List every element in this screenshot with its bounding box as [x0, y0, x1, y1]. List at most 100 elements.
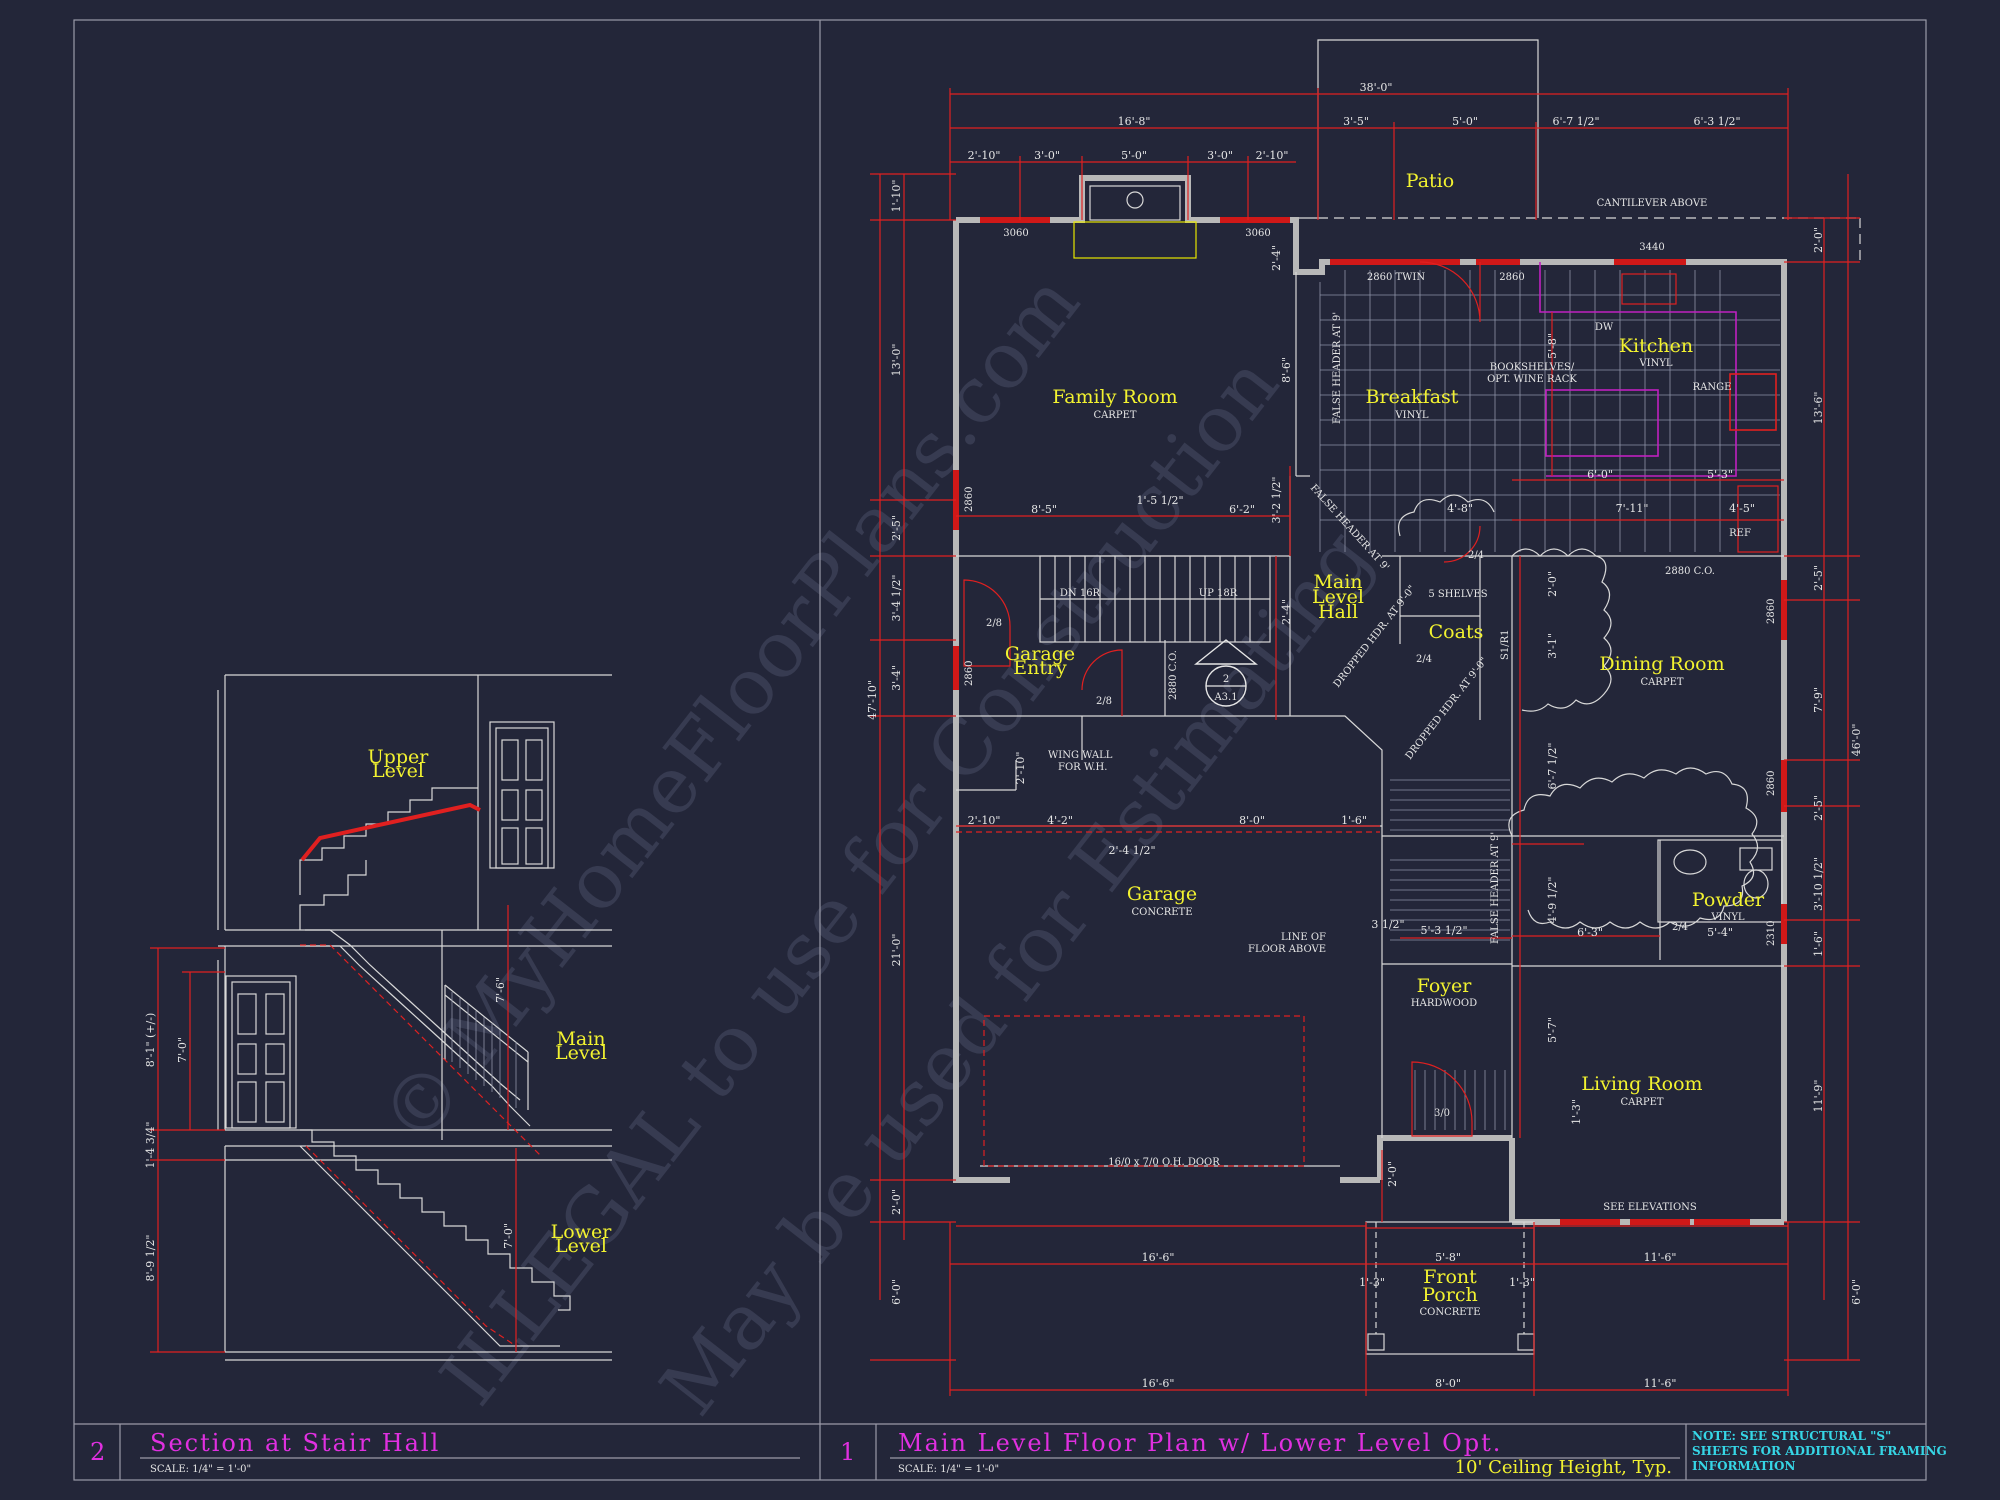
dim-top-5: 6'-3 1/2": [1694, 115, 1741, 128]
line-floor-1: LINE OF: [1281, 932, 1326, 943]
dim-inner-3: 1'-5 1/2": [1137, 494, 1184, 507]
room-porch-2: Porch: [1422, 1284, 1477, 1306]
floor-plan-drawing: 38'-0" 16'-8" 3'-5" 5'-0" 6'-7 1/2" 6'-3…: [866, 39, 1863, 1396]
room-living: Living Room: [1581, 1073, 1702, 1095]
dim-right-5: 2'-5": [1812, 795, 1825, 821]
dim-overall-width: 38'-0": [1360, 81, 1393, 94]
dishwasher-label: DW: [1595, 322, 1614, 333]
callout-number: 2: [1223, 674, 1229, 685]
overhead-door-note: 16/0 x 7/0 O.H. DOOR: [1108, 1157, 1220, 1168]
callout-sheet: A3.1: [1213, 692, 1237, 703]
dim-sub-5: 2'-10": [1256, 149, 1289, 162]
room-family: Family Room: [1052, 386, 1177, 408]
door-2-4-coats: 2/4: [1416, 654, 1432, 665]
dim-left-7: 2'-0": [890, 1189, 903, 1215]
dim-sub-4: 3'-0": [1207, 149, 1233, 162]
dim-left-5: 3'-4": [890, 665, 903, 691]
dim-sub-2: 3'-0": [1034, 149, 1060, 162]
dim-inner-25: 5'-7": [1546, 1017, 1559, 1043]
ref-label: REF: [1729, 528, 1751, 539]
dim-right-overall: 46'-0": [1850, 724, 1863, 757]
room-powder: Powder: [1692, 889, 1765, 911]
dim-right-3: 2'-5": [1812, 565, 1825, 591]
window-2860-left-1: 2860: [964, 487, 975, 512]
window-3440: 3440: [1639, 242, 1664, 253]
dim-inner-2: 6'-2": [1229, 503, 1255, 516]
section-dim-4: 8'-9 1/2": [144, 1235, 157, 1282]
dim-left-overall: 47'-10": [866, 680, 879, 720]
dim-inner-29: 5'-8": [1546, 333, 1559, 359]
dim-inner-22: 3'-1": [1546, 633, 1559, 659]
co-opening-b: 2880 C.O.: [1665, 566, 1715, 577]
section-title-block: 2 Section at Stair Hall SCALE: 1/4" = 1'…: [90, 1429, 438, 1475]
dim-right-1: 2'-0": [1812, 227, 1825, 253]
dim-inner-10: 6'-0": [1587, 468, 1613, 481]
dim-left-6: 21'-0": [890, 934, 903, 967]
dim-inner-14: 4'-8": [1447, 502, 1473, 515]
plan-title: Main Level Floor Plan w/ Lower Level Opt…: [898, 1429, 1502, 1457]
dim-inner-24: 4'-9 1/2": [1546, 877, 1559, 924]
floor-family: CARPET: [1093, 410, 1136, 421]
dim-porch-1: 1'-3": [1359, 1276, 1385, 1289]
dim-bottom-b2: 8'-0": [1435, 1377, 1461, 1390]
framing-note-3: INFORMATION: [1692, 1459, 1795, 1473]
s1r1-label: S1/R1: [1500, 630, 1511, 660]
floor-breakfast: VINYL: [1394, 410, 1429, 421]
section-callout: 2 A3.1: [1194, 639, 1258, 707]
floor-dining: CARPET: [1640, 677, 1683, 688]
dim-left-4: 3'-4 1/2": [890, 575, 903, 622]
dim-inner-20: 3'-2 1/2": [1270, 477, 1283, 524]
dim-inner-19: 2'-10": [1014, 752, 1027, 785]
vinyl-floor-grid: [1319, 270, 1780, 552]
dim-bottom-b3: 11'-6": [1644, 1377, 1677, 1390]
section-dim-5: 7'-6": [494, 977, 507, 1003]
window-2860-twin: 2860 TWIN: [1367, 272, 1426, 283]
dimension-lines: [870, 88, 1860, 1396]
room-garage-entry-2: Entry: [1013, 657, 1067, 679]
plan-title-block: 1 Main Level Floor Plan w/ Lower Level O…: [840, 1429, 1947, 1478]
dim-bottom-b1: 16'-6": [1142, 1377, 1175, 1390]
dim-left-1: 1'-10": [890, 180, 903, 213]
dim-inner-27: 2'-4": [1280, 599, 1293, 625]
dim-top-2: 3'-5": [1343, 115, 1369, 128]
upper-level-label-1: Upper: [368, 746, 430, 768]
dim-inner-4: 8'-6": [1280, 357, 1293, 383]
dim-inner-5: 2'-10": [968, 814, 1001, 827]
dim-inner-30: 2'-4": [1270, 245, 1283, 271]
co-opening-a: 2880 C.O.: [1168, 650, 1179, 700]
door-2-4-pantry: 2/4: [1468, 550, 1484, 561]
section-dim-1: 8'-1" (+/-): [144, 1013, 157, 1068]
room-coats: Coats: [1429, 621, 1484, 643]
room-dining: Dining Room: [1599, 653, 1724, 675]
dim-inner-6: 4'-2": [1047, 814, 1073, 827]
door-2-8-a: 2/8: [986, 618, 1002, 629]
window-3060-left: 3060: [1003, 228, 1028, 239]
room-foyer: Foyer: [1417, 975, 1473, 997]
room-main-hall-1: Main: [1313, 571, 1362, 593]
dim-porch-2: 1'-3": [1509, 1276, 1535, 1289]
lower-level-label-1: Lower: [551, 1221, 613, 1243]
stair-section-drawing: 8'-1" (+/-) 7'-0" 1'-4 3/4" 8'-9 1/2" 7'…: [144, 674, 613, 1361]
dim-left-2: 13'-0": [890, 344, 903, 377]
floor-porch: CONCRETE: [1419, 1307, 1480, 1318]
room-patio: Patio: [1406, 170, 1454, 192]
dim-inner-12: 4'-5": [1729, 502, 1755, 515]
room-breakfast: Breakfast: [1366, 386, 1459, 408]
door-2-4-powder: 2/4: [1672, 922, 1688, 933]
stair-up-label: UP 18R: [1199, 588, 1238, 599]
floor-foyer: HARDWOOD: [1411, 998, 1477, 1009]
shelves-note: 5 SHELVES: [1428, 589, 1487, 600]
dim-left-8: 6'-0": [890, 1279, 903, 1305]
room-porch-1: Front: [1423, 1266, 1477, 1288]
main-level-label-1: Main: [556, 1028, 605, 1050]
room-garage-entry-1: Garage: [1005, 643, 1075, 665]
dim-inner-28: 2'-0": [1386, 1161, 1399, 1187]
floor-garage: CONCRETE: [1131, 907, 1192, 918]
window-2310: 2310: [1766, 921, 1777, 946]
range-label: RANGE: [1693, 382, 1732, 393]
window-2860-right-2: 2860: [1766, 771, 1777, 796]
window-3060-right: 3060: [1245, 228, 1270, 239]
wing-wall-1: WING WALL: [1048, 750, 1113, 761]
floor-kitchen: VINYL: [1638, 358, 1673, 369]
dim-right-8: 11'-9": [1812, 1080, 1825, 1113]
